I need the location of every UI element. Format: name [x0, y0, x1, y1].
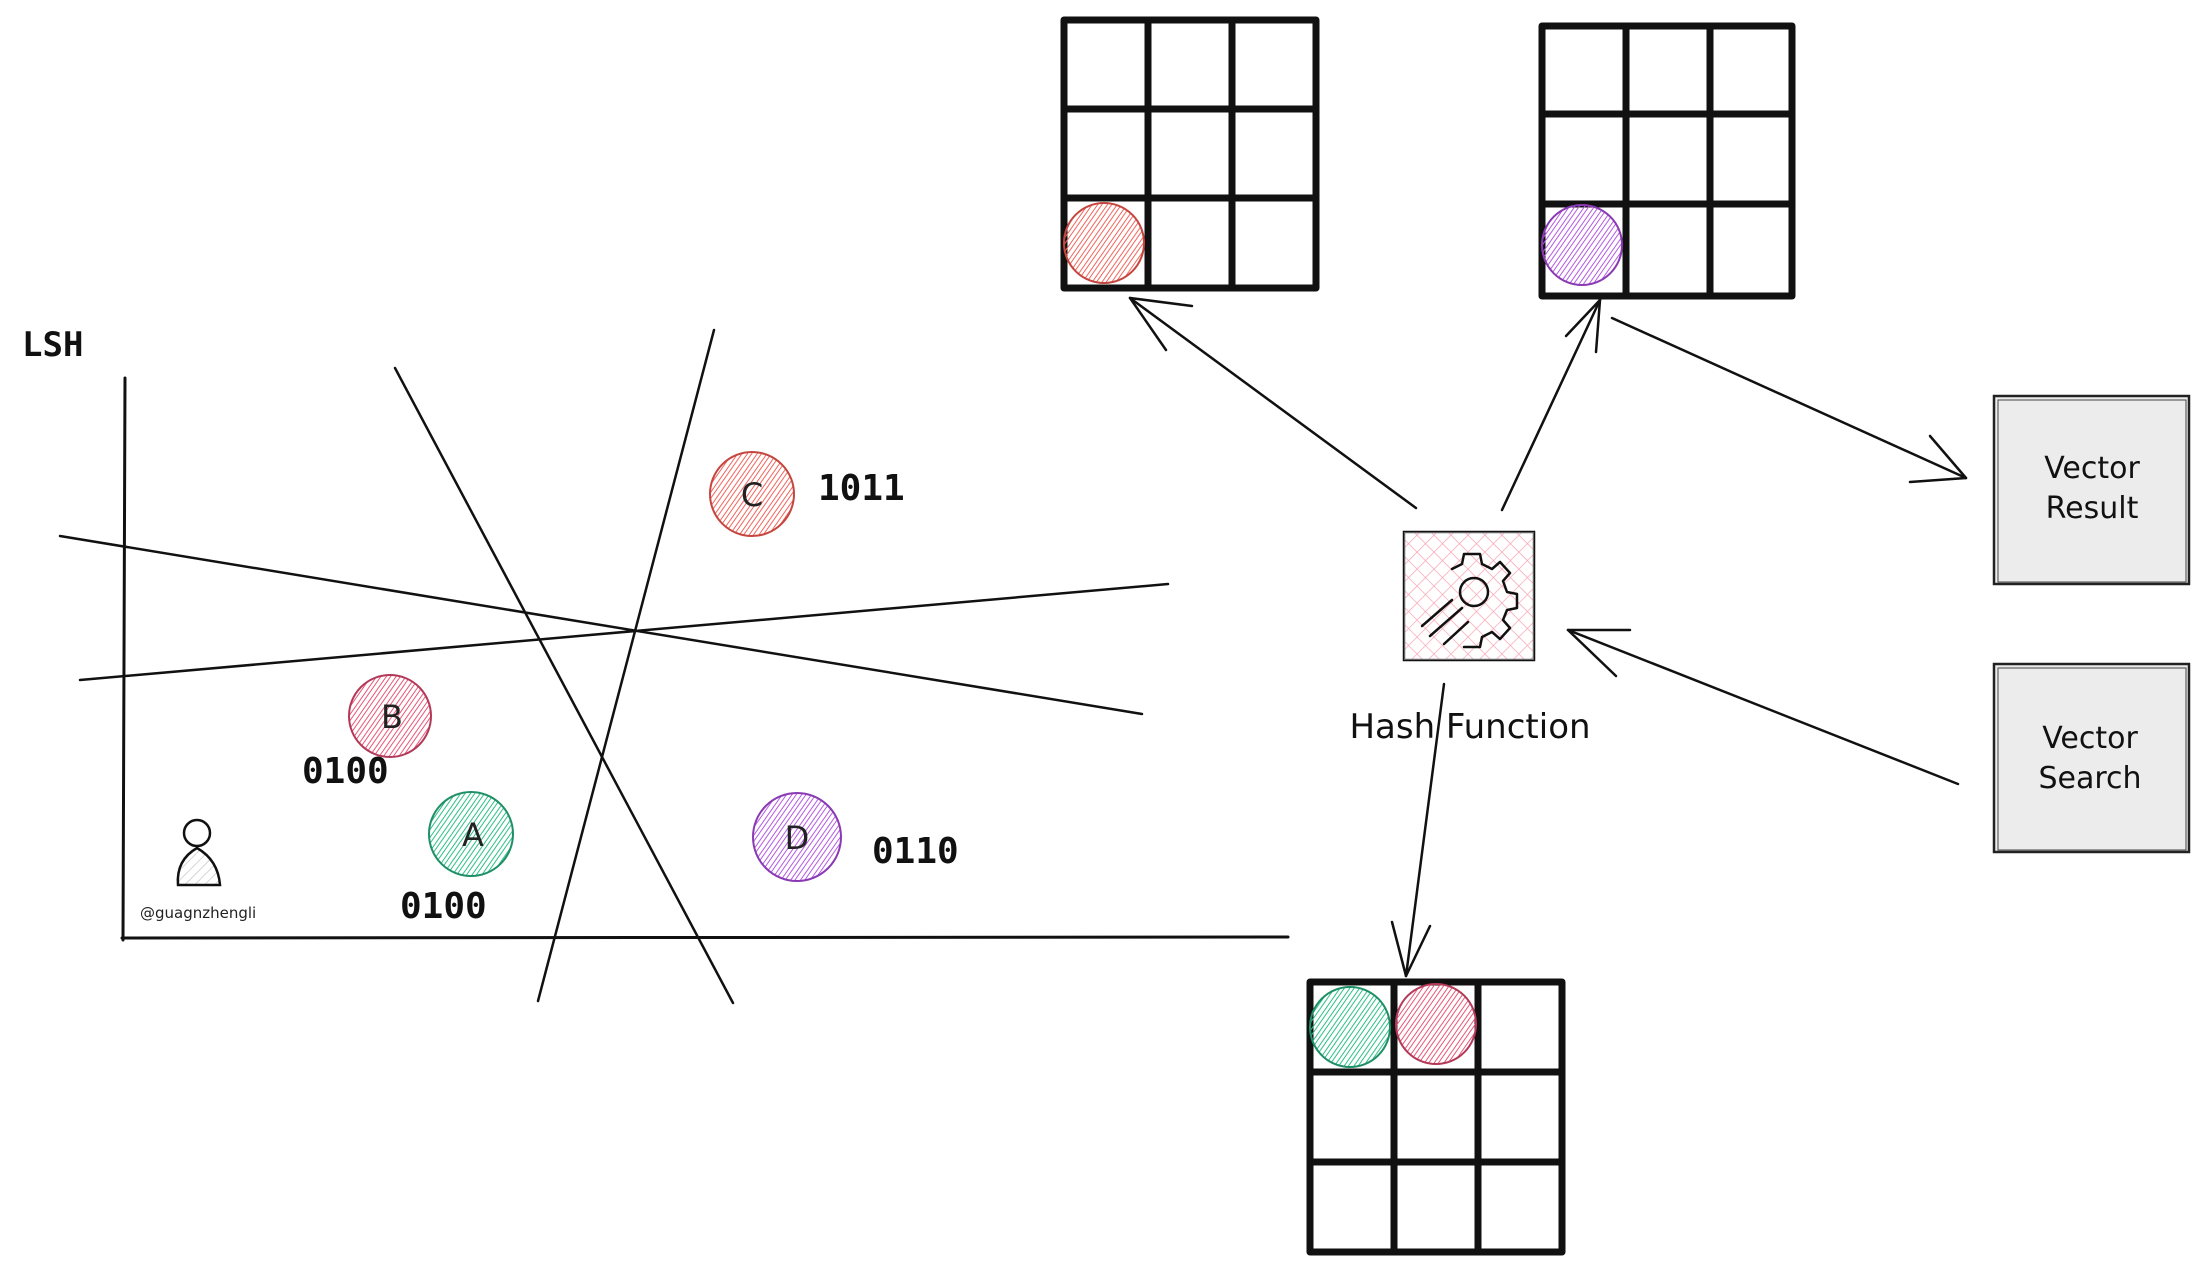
- point-c: C 1011: [709, 451, 905, 537]
- arrow-search-to-hash: [1566, 628, 1960, 786]
- bucket-b-point: [1395, 983, 1477, 1065]
- vector-result-box: Vector Result: [1992, 394, 2191, 586]
- point-c-code: 1011: [818, 468, 905, 509]
- bucket-a-point: [1309, 986, 1391, 1068]
- point-d-label: D: [785, 819, 810, 857]
- point-d-code: 0110: [872, 831, 959, 872]
- arrow-hash-to-bucket-c: [1128, 296, 1418, 510]
- bucket-c-point: [1063, 202, 1145, 284]
- point-b-code: 0100: [302, 751, 389, 792]
- arrows: [1128, 296, 1968, 978]
- point-c-label: C: [741, 476, 763, 514]
- y-axis: [121, 376, 127, 942]
- hyperplane-1: [58, 534, 1144, 716]
- point-a-label: A: [462, 816, 484, 854]
- point-a-circle: [428, 791, 514, 877]
- hash-function: Hash Function: [1349, 530, 1591, 747]
- point-c-circle: [709, 451, 795, 537]
- hyperplane-4: [536, 328, 716, 1003]
- x-axis: [120, 935, 1290, 940]
- watermark: @guagnzhengli: [140, 818, 256, 922]
- point-d-circle: [752, 792, 842, 882]
- arrow-hash-to-bucket-ab: [1390, 682, 1446, 978]
- vector-search-line2: Search: [2038, 761, 2141, 796]
- bucket-grid-ab: [1306, 978, 1566, 1256]
- arrow-bucket-d-to-result: [1610, 316, 1968, 484]
- hyperplane-2: [78, 582, 1170, 682]
- vector-search-box: Vector Search: [1992, 662, 2191, 854]
- bucket-grid-d: [1538, 22, 1796, 300]
- avatar-head: [182, 818, 212, 848]
- vector-search-line1: Vector: [2042, 721, 2138, 756]
- vector-result-line2: Result: [2046, 491, 2139, 526]
- diagram-title: LSH: [22, 325, 83, 365]
- axes: [120, 376, 1290, 942]
- bucket-grid-c: [1060, 16, 1320, 292]
- point-a-code: 0100: [400, 886, 487, 927]
- gear-icon: [1450, 552, 1519, 649]
- point-b: B 0100: [302, 674, 432, 792]
- point-d: D 0110: [752, 792, 959, 882]
- point-b-circle: [348, 674, 432, 758]
- vector-result-line1: Vector: [2044, 451, 2140, 486]
- watermark-text: @guagnzhengli: [140, 904, 256, 922]
- hyperplane-3: [393, 366, 735, 1005]
- hash-function-label: Hash Function: [1349, 707, 1590, 747]
- arrow-hash-to-bucket-d: [1500, 298, 1602, 512]
- bucket-d-point: [1541, 204, 1623, 286]
- point-b-label: B: [381, 698, 403, 736]
- avatar-body: [176, 846, 222, 887]
- point-a: A 0100: [400, 791, 514, 927]
- hyperplanes: [58, 328, 1170, 1005]
- speed-lines: [1420, 598, 1470, 646]
